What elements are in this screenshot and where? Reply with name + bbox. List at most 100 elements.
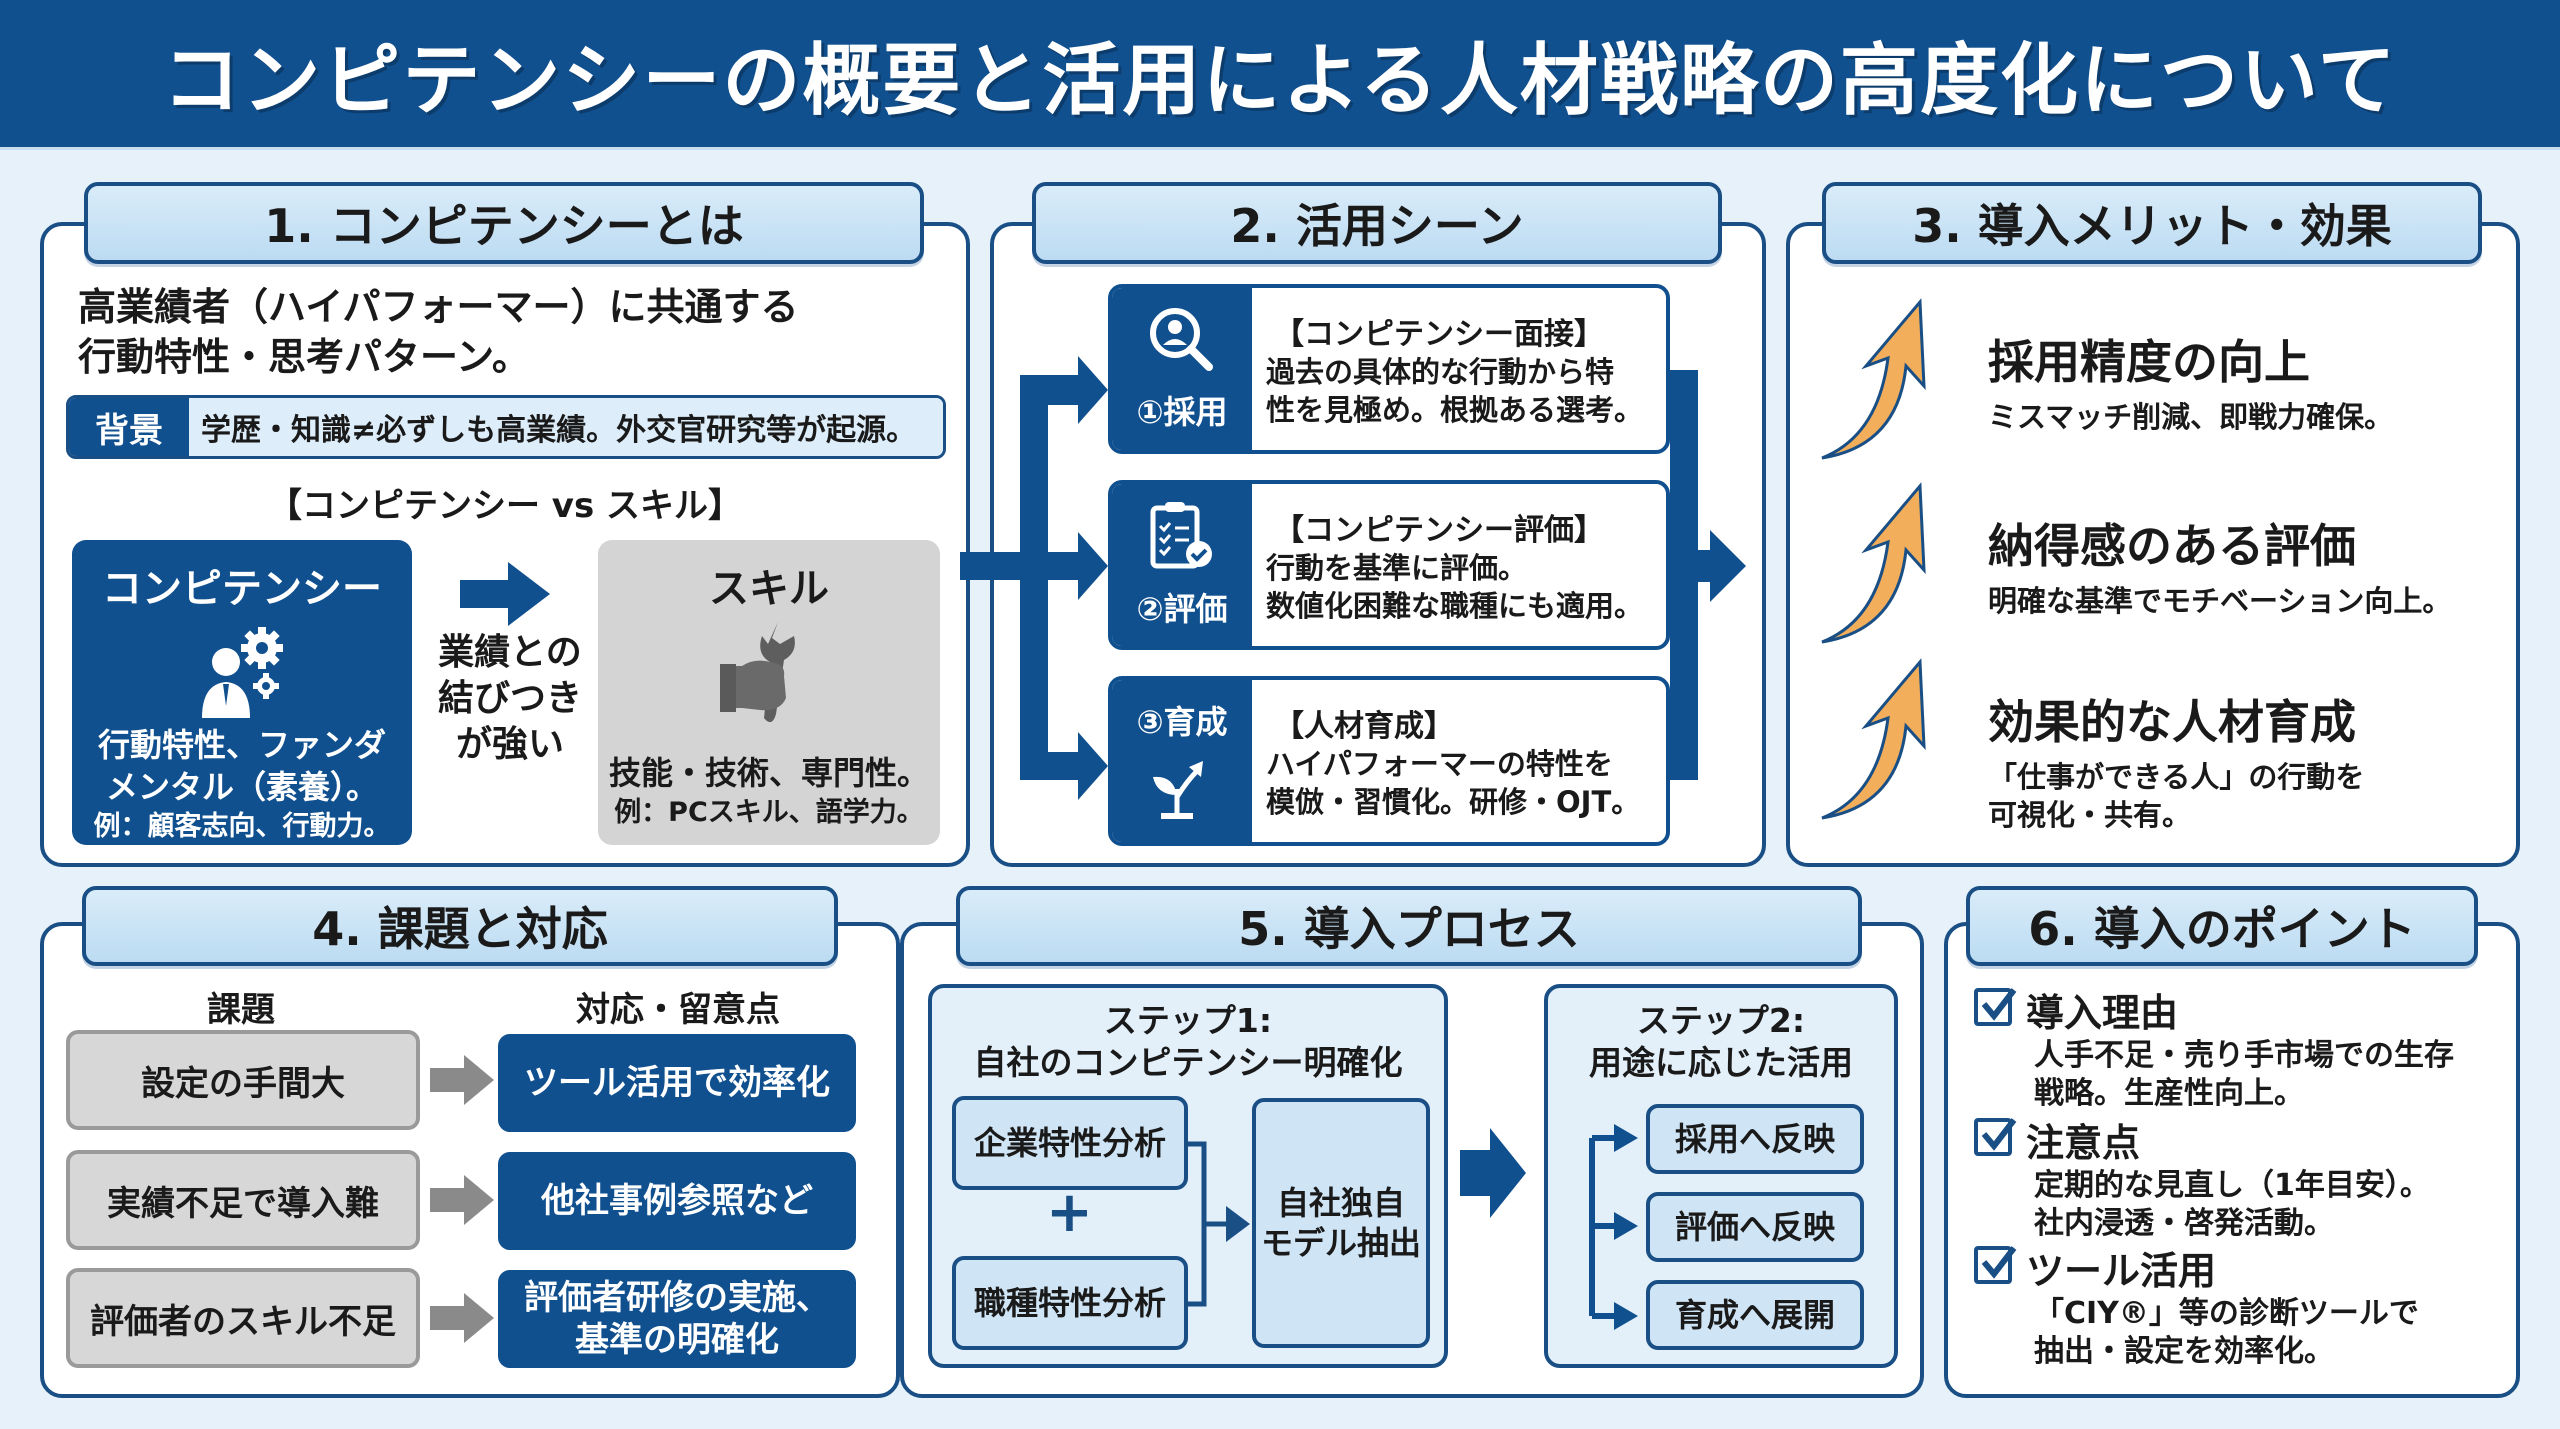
point-line-2: 抽出・設定を効率化。 (2034, 1334, 2334, 1369)
section-5-title-text: 5. 導入プロセス (1238, 902, 1580, 956)
background-text: 学歴・知識≠必ずしも高業績。外交官研究等が起源。 (189, 398, 943, 456)
step-2-label: ステップ2: (1636, 1001, 1806, 1040)
step-1-label: ステップ1: (1103, 1001, 1273, 1040)
arrow-to-recruit (1020, 356, 1108, 424)
definition-line-1: 高業績者（ハイパフォーマー）に共通する (78, 285, 799, 329)
section-1-title: 1. コンピテンシーとは (84, 182, 924, 264)
person-gears-icon (72, 620, 412, 720)
checkbox-checked-icon (1974, 988, 2017, 1026)
step-2-description: 用途に応じた活用 (1589, 1043, 1853, 1082)
branch-connector (1589, 1124, 1638, 1330)
skill-heading: スキル (709, 566, 829, 612)
panel-key-points (1944, 922, 2520, 1398)
growth-arrow-icon (1821, 658, 1926, 820)
performance-link-text: 業績との 結びつき が強い (420, 630, 600, 768)
merit-line-1: 「仕事ができる人」の行動を (1988, 760, 2365, 794)
point-line-1: 人手不足・売り手市場での生存 (2034, 1038, 2454, 1073)
scene-heading: 【コンピテンシー面接】 (1274, 317, 1604, 352)
growth-arrow-icon (1821, 298, 1926, 460)
scene-label: ③育成 (1136, 703, 1228, 741)
merit-line-1: 明確な基準でモチベーション向上。 (1988, 584, 2452, 618)
link-line-3: が強い (455, 724, 564, 765)
section-6-title: 6. 導入のポイント (1966, 886, 2478, 966)
section-2-title-text: 2. 活用シーン (1230, 199, 1524, 253)
gray-arrow-icon (430, 1055, 494, 1105)
scene-line-2: 模倣・習慣化。研修・OJT。 (1266, 785, 1641, 819)
growth-arrow-icon (1821, 482, 1926, 644)
background-label: 背景 (69, 398, 189, 456)
merit-heading: 採用精度の向上 (1988, 335, 2310, 389)
issue-column-header: 課題 (207, 990, 275, 1030)
response-box: ツール活用で効率化 (498, 1034, 856, 1132)
merit-heading: 納得感のある評価 (1988, 519, 2356, 573)
response-text-line-1: 評価者研修の実施、 (524, 1278, 830, 1318)
point-line-2: 戦略。生産性向上。 (2034, 1076, 2304, 1111)
response-text: 他社事例参照など (541, 1181, 813, 1221)
hand-wrench-icon (598, 618, 940, 738)
step-arrow-icon (1460, 1128, 1526, 1218)
gray-arrow-icon (430, 1293, 494, 1343)
use-box-evaluate: 評価へ反映 (1646, 1192, 1864, 1262)
issue-box: 評価者のスキル不足 (66, 1268, 420, 1368)
header-banner: コンピテンシーの概要と活用による人材戦略の高度化について (0, 0, 2560, 150)
competency-desc-line-1: 行動特性、ファンダ (97, 726, 386, 764)
skill-example: 例：PCスキル、語学力。 (614, 797, 924, 828)
model-line-2: モデル抽出 (1260, 1224, 1421, 1262)
response-text: ツール活用で効率化 (524, 1063, 830, 1103)
definition-text: 高業績者（ハイパフォーマー）に共通する 行動特性・思考パターン。 (78, 282, 798, 382)
link-line-2: 結びつき (437, 678, 582, 719)
merit-line-1: ミスマッチ削減、即戦力確保。 (1988, 400, 2394, 434)
use-box-recruit: 採用へ反映 (1646, 1104, 1864, 1174)
merit-item: 効果的な人材育成 「仕事ができる人」の行動を 可視化・共有。 (1818, 656, 2498, 836)
skill-card: スキル 技能・技術、専門性。 例：PCスキル、語学力。 (598, 540, 940, 845)
comparison-title: 【コンピテンシー vs スキル】 (267, 486, 743, 526)
arrow-to-evaluate (1020, 532, 1108, 600)
scene-heading: 【コンピテンシー評価】 (1274, 513, 1604, 548)
page-title: コンピテンシーの概要と活用による人材戦略の高度化について (162, 35, 2398, 126)
scene-line-1: 行動を基準に評価。 (1266, 551, 1528, 585)
point-heading: 注意点 (2026, 1121, 2141, 1165)
point-line-2: 社内浸透・啓発活動。 (2034, 1206, 2334, 1241)
section-4-title-text: 4. 課題と対応 (312, 902, 608, 956)
issue-box: 実績不足で導入難 (66, 1150, 420, 1250)
merit-heading: 効果的な人材育成 (1988, 695, 2356, 749)
response-column-header: 対応・留意点 (576, 990, 780, 1030)
gray-arrow-icon (430, 1175, 494, 1225)
clipboard-check-icon (1147, 500, 1217, 576)
scene-line-2: 性を見極め。根拠ある選考。 (1266, 393, 1644, 427)
competency-heading: コンピテンシー (102, 566, 382, 612)
section-4-title: 4. 課題と対応 (82, 886, 838, 966)
background-row: 背景 学歴・知識≠必ずしも高業績。外交官研究等が起源。 (66, 395, 946, 459)
scene-label: ①採用 (1136, 393, 1228, 431)
scene-line-2: 数値化困難な職種にも適用。 (1266, 589, 1644, 623)
scene-side-recruit: ①採用 (1112, 288, 1252, 450)
section-2-title: 2. 活用シーン (1032, 182, 1722, 264)
arrow-to-develop (1020, 732, 1108, 800)
scene-card-recruit: ①採用 【コンピテンシー面接】 過去の具体的な行動から特 性を見極め。根拠ある選… (1108, 284, 1670, 454)
scene-line-1: 過去の具体的な行動から特 (1266, 355, 1615, 389)
response-text-line-2: 基準の明確化 (575, 1320, 779, 1360)
scene-line-1: ハイパフォーマーの特性を (1266, 747, 1613, 781)
competency-desc: 行動特性、ファンダ メンタル（素養）。 (72, 724, 412, 808)
issue-box: 設定の手間大 (66, 1030, 420, 1130)
model-line-1: 自社独自 (1276, 1184, 1405, 1222)
step-1-title: ステップ1: 自社のコンピテンシー明確化 (932, 1000, 1444, 1084)
section-6-title-text: 6. 導入のポイント (2028, 902, 2416, 956)
point-item: 導入理由 人手不足・売り手市場での生存 戦略。生産性向上。 (1974, 982, 2514, 1113)
point-heading: ツール活用 (2026, 1249, 2217, 1293)
merge-connector (1188, 1141, 1250, 1307)
section-3-title: 3. 導入メリット・効果 (1822, 182, 2482, 264)
competency-example: 例：顧客志向、行動力。 (93, 811, 391, 842)
response-box: 評価者研修の実施、 基準の明確化 (498, 1270, 856, 1368)
merit-line-2: 可視化・共有。 (1988, 798, 2192, 832)
skill-desc: 技能・技術、専門性。 (608, 754, 929, 792)
merit-item: 納得感のある評価 明確な基準でモチベーション向上。 (1818, 480, 2498, 650)
point-item: ツール活用 「CIY®」等の診断ツールで 抽出・設定を効率化。 (1974, 1240, 2514, 1371)
definition-line-2: 行動特性・思考パターン。 (78, 335, 530, 379)
section-5-title: 5. 導入プロセス (956, 886, 1862, 966)
arrow-right-icon (460, 562, 550, 630)
arrow-to-merits (1698, 530, 1746, 602)
company-analysis-box: 企業特性分析 (952, 1096, 1188, 1190)
merit-item: 採用精度の向上 ミスマッチ削減、即戦力確保。 (1818, 296, 2498, 466)
point-line-1: 「CIY®」等の診断ツールで (2034, 1296, 2419, 1331)
